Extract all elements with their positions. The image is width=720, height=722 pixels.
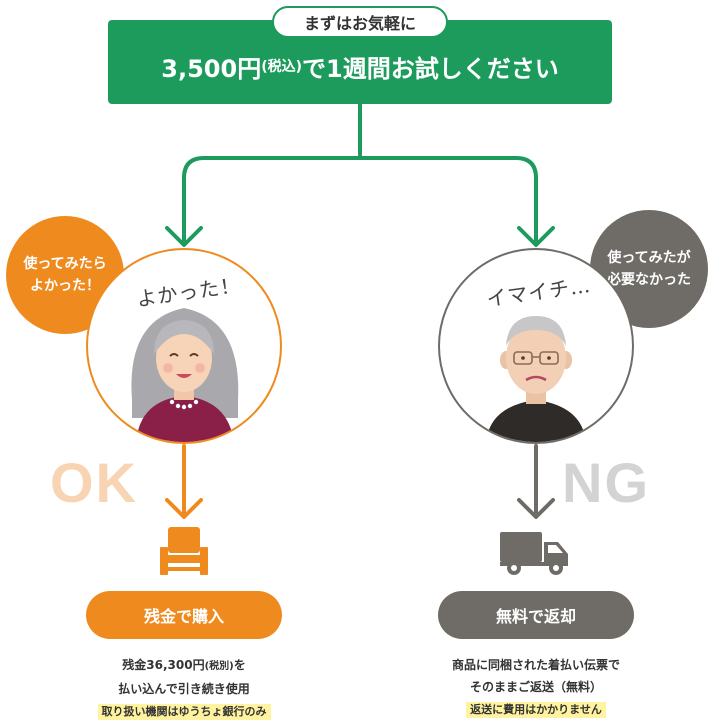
branch-line [182,156,538,242]
bubble-good-line1: 使ってみたら [23,255,107,272]
purchase-desc-line2: 払い込んで引き続き使用 [118,682,250,696]
chair-icon [160,527,208,575]
purchase-desc-suffix: を [233,658,246,672]
banner-tax-note: (税込) [261,59,302,75]
arrowhead-right [517,226,555,247]
return-description: 商品に同梱された着払い伝票で そのままご返送（無料） 返送に費用はかかりません [411,654,661,720]
unsatisfied-user-circle: イマイチ… [438,248,634,444]
happy-user-circle: よかった！ [86,248,282,444]
unhappy-man-illustration [486,316,586,442]
ng-arrowhead [517,498,555,519]
purchase-desc-line1: 残金36,300円(税別)を [59,654,309,678]
bubble-bad-line1: 使ってみたが [607,249,691,266]
return-option: 無料で返却 [438,591,634,639]
purchase-desc-amount: 残金36,300円 [122,658,205,672]
purchase-note: 取り扱い機関はゆうちょ銀行のみ [97,704,271,720]
purchase-description: 残金36,300円(税別)を 払い込んで引き続き使用 取り扱い機関はゆうちょ銀行… [59,654,309,722]
banner-text: で1週間お試しください [302,54,559,83]
bubble-good-line2: よかった！ [30,278,100,294]
ng-label: NG [562,451,650,514]
purchase-desc-tax: (税別) [204,661,234,672]
truck-icon [500,532,568,575]
purchase-option: 残金で購入 [86,591,282,639]
purchase-option-label: 残金で購入 [143,607,224,626]
intro-pill: まずはお気軽に [272,6,448,38]
return-note: 返送に費用はかかりません [466,702,606,718]
intro-pill-label: まずはお気軽に [303,14,416,33]
happy-woman-illustration [131,308,239,442]
return-desc-line1: 商品に同梱された着払い伝票で [451,658,620,672]
bubble-bad-line2: 必要なかった [607,272,691,288]
banner-price: 3,500円 [161,54,262,83]
ok-arrowhead [165,498,203,519]
ok-label: OK [50,451,138,514]
return-option-label: 無料で返却 [495,607,576,626]
return-desc-line2: そのままご返送（無料） [469,680,602,694]
arrowhead-left [165,226,203,247]
